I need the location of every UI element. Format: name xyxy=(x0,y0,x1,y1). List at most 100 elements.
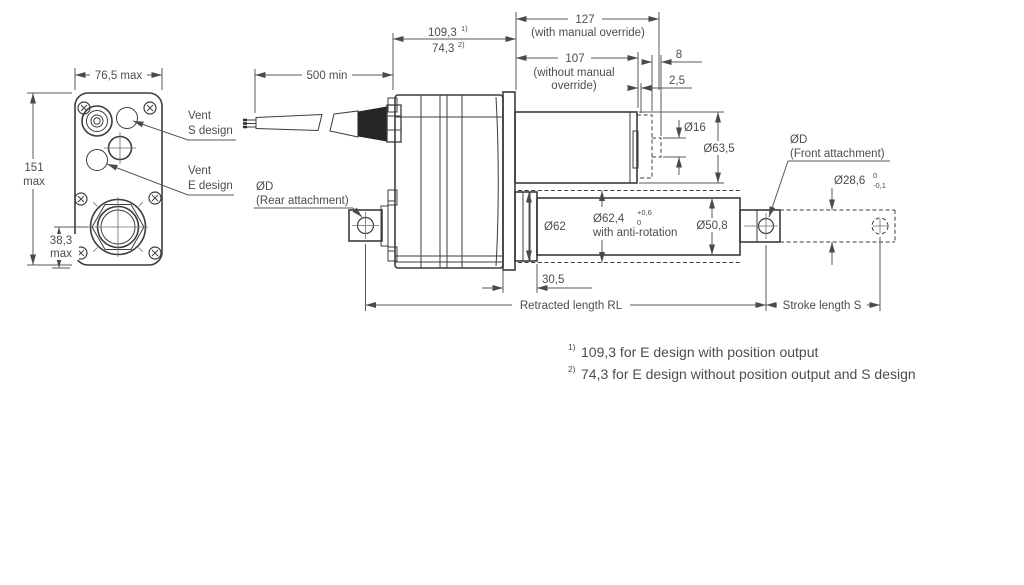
gland-body xyxy=(357,106,388,142)
dim-housing-height: 151 max xyxy=(19,92,72,266)
gearbox xyxy=(387,94,504,269)
extension-lines xyxy=(651,55,662,136)
label-background xyxy=(43,234,79,260)
motor-dia-label: Ø63,5 xyxy=(703,143,734,155)
front-attachment-text: (Front attachment) xyxy=(790,148,885,160)
vent-e-line1: Vent xyxy=(188,165,212,177)
rod-hidden-outline xyxy=(780,209,896,243)
gland-core xyxy=(93,117,101,125)
vent-s-line2: S design xyxy=(188,125,233,137)
dim-motor-diameter: Ø63,5 xyxy=(639,111,742,184)
screw-icon xyxy=(74,192,88,206)
leader-line xyxy=(132,120,189,141)
output-shaft-hole xyxy=(104,132,136,164)
dim-bottom-suffix: max xyxy=(50,248,72,260)
front-attachment-block xyxy=(739,209,781,243)
footnotes: 1) 109,3 for E design with position outp… xyxy=(568,342,916,382)
motor-len-without-note1: (without manual xyxy=(533,67,614,79)
collar-dia-label: Ø62 xyxy=(544,221,566,233)
rear-attachment-dia: ØD xyxy=(256,181,273,193)
leader-line xyxy=(106,163,189,196)
extension-lines xyxy=(74,68,163,90)
dim-cable-length: 500 min xyxy=(254,33,394,113)
dim-rod-diameter: Ø28,6 0 -0,1 xyxy=(829,171,886,265)
screw-icon xyxy=(148,246,162,260)
motor-body xyxy=(514,111,638,184)
dim-height-suffix: max xyxy=(23,176,45,188)
vent-e-line2: E design xyxy=(188,180,233,192)
label-vent-s: Vent S design xyxy=(132,110,236,141)
vent-s-hole xyxy=(116,107,138,129)
label-vent-e: Vent E design xyxy=(106,163,234,196)
label-background xyxy=(512,298,630,312)
dim-motor-length-with-override: 127 (with manual override) xyxy=(516,12,660,90)
gearbox-panel-lines xyxy=(395,95,503,268)
dim-collar-length: 30,5 xyxy=(482,264,592,293)
side-view: 500 min 109,3 1) 74,3 2) 127 (with manua… xyxy=(243,12,896,312)
front-view: 76,5 max 151 max 38,3 max Vent S design … xyxy=(19,68,236,269)
motor-len-with-label: 127 xyxy=(575,14,594,26)
stroke-length-label: Stroke length S xyxy=(783,300,862,312)
rear-attachment-text: (Rear attachment) xyxy=(256,195,349,207)
shaft-centerlines xyxy=(104,132,136,164)
label-background xyxy=(19,159,49,189)
rear-flange-strip xyxy=(387,200,396,252)
tube-dia-label: Ø62,4 xyxy=(593,213,625,225)
motor xyxy=(514,111,639,184)
label-background xyxy=(777,298,867,312)
tube-collar xyxy=(514,191,538,262)
wire-tips xyxy=(243,118,247,129)
mount-tab xyxy=(387,97,398,113)
gland-outer-ring xyxy=(81,105,113,137)
rod-end-hole-hidden xyxy=(871,217,889,235)
rear-attachment xyxy=(348,200,396,252)
cable-segment-2 xyxy=(329,110,359,138)
cable xyxy=(243,110,359,138)
spindle-nut xyxy=(88,197,148,257)
motor-len-with-note: (with manual override) xyxy=(531,27,645,39)
cable-gland xyxy=(357,104,402,143)
gland-nut-lines xyxy=(387,115,401,131)
mount-tab xyxy=(387,246,398,262)
gland-inner-ring xyxy=(90,114,104,128)
motor-len-without-note2: override) xyxy=(551,80,597,92)
extension-lines xyxy=(639,111,724,184)
dim-bottom-label: 38,3 xyxy=(50,235,72,247)
dim-housing-width: 76,5 max xyxy=(74,68,163,90)
manual-override xyxy=(637,114,662,179)
gland-nut xyxy=(386,104,402,143)
cable-dim-label: 500 min xyxy=(307,70,348,82)
label-front-attachment: ØD (Front attachment) xyxy=(768,134,890,218)
hole-center-marks xyxy=(873,219,887,233)
front-attachment-dia: ØD xyxy=(790,134,807,146)
extension-lines xyxy=(365,244,767,311)
motor-shaft-boss xyxy=(632,130,639,169)
housing-outline xyxy=(74,92,163,266)
extension-lines xyxy=(502,264,538,293)
tube-dia-note: with anti-rotation xyxy=(592,227,677,239)
front-attachment xyxy=(739,209,781,243)
nut-diagonal-ticks xyxy=(93,202,143,252)
override-len-label: 8 xyxy=(676,49,682,61)
label-background xyxy=(590,207,684,240)
dim-height-label: 151 xyxy=(24,162,43,174)
override-tip-hidden xyxy=(652,137,662,158)
label-background xyxy=(690,218,734,232)
label-background xyxy=(558,52,591,64)
label-background xyxy=(302,69,352,82)
dim-override-offset: 2,5 xyxy=(627,75,692,113)
footnote-1-text: 109,3 for E design with position output xyxy=(581,344,818,360)
tube-dia-tol-lower: 0 xyxy=(637,218,641,227)
extension-lines xyxy=(663,137,686,158)
dim-tube-diameter: Ø62,4 +0,6 0 with anti-rotation xyxy=(590,190,684,263)
nut-centerlines xyxy=(88,197,148,257)
vent-e-hole xyxy=(86,149,108,171)
override-body-hidden xyxy=(637,114,653,179)
length-dim-1-ref: 1) xyxy=(461,24,468,33)
collar-len-label: 30,5 xyxy=(542,274,564,286)
rod-dia-tol-lower: -0,1 xyxy=(873,181,886,190)
label-background xyxy=(568,13,602,25)
dim-width-label: 76,5 max xyxy=(95,70,143,82)
